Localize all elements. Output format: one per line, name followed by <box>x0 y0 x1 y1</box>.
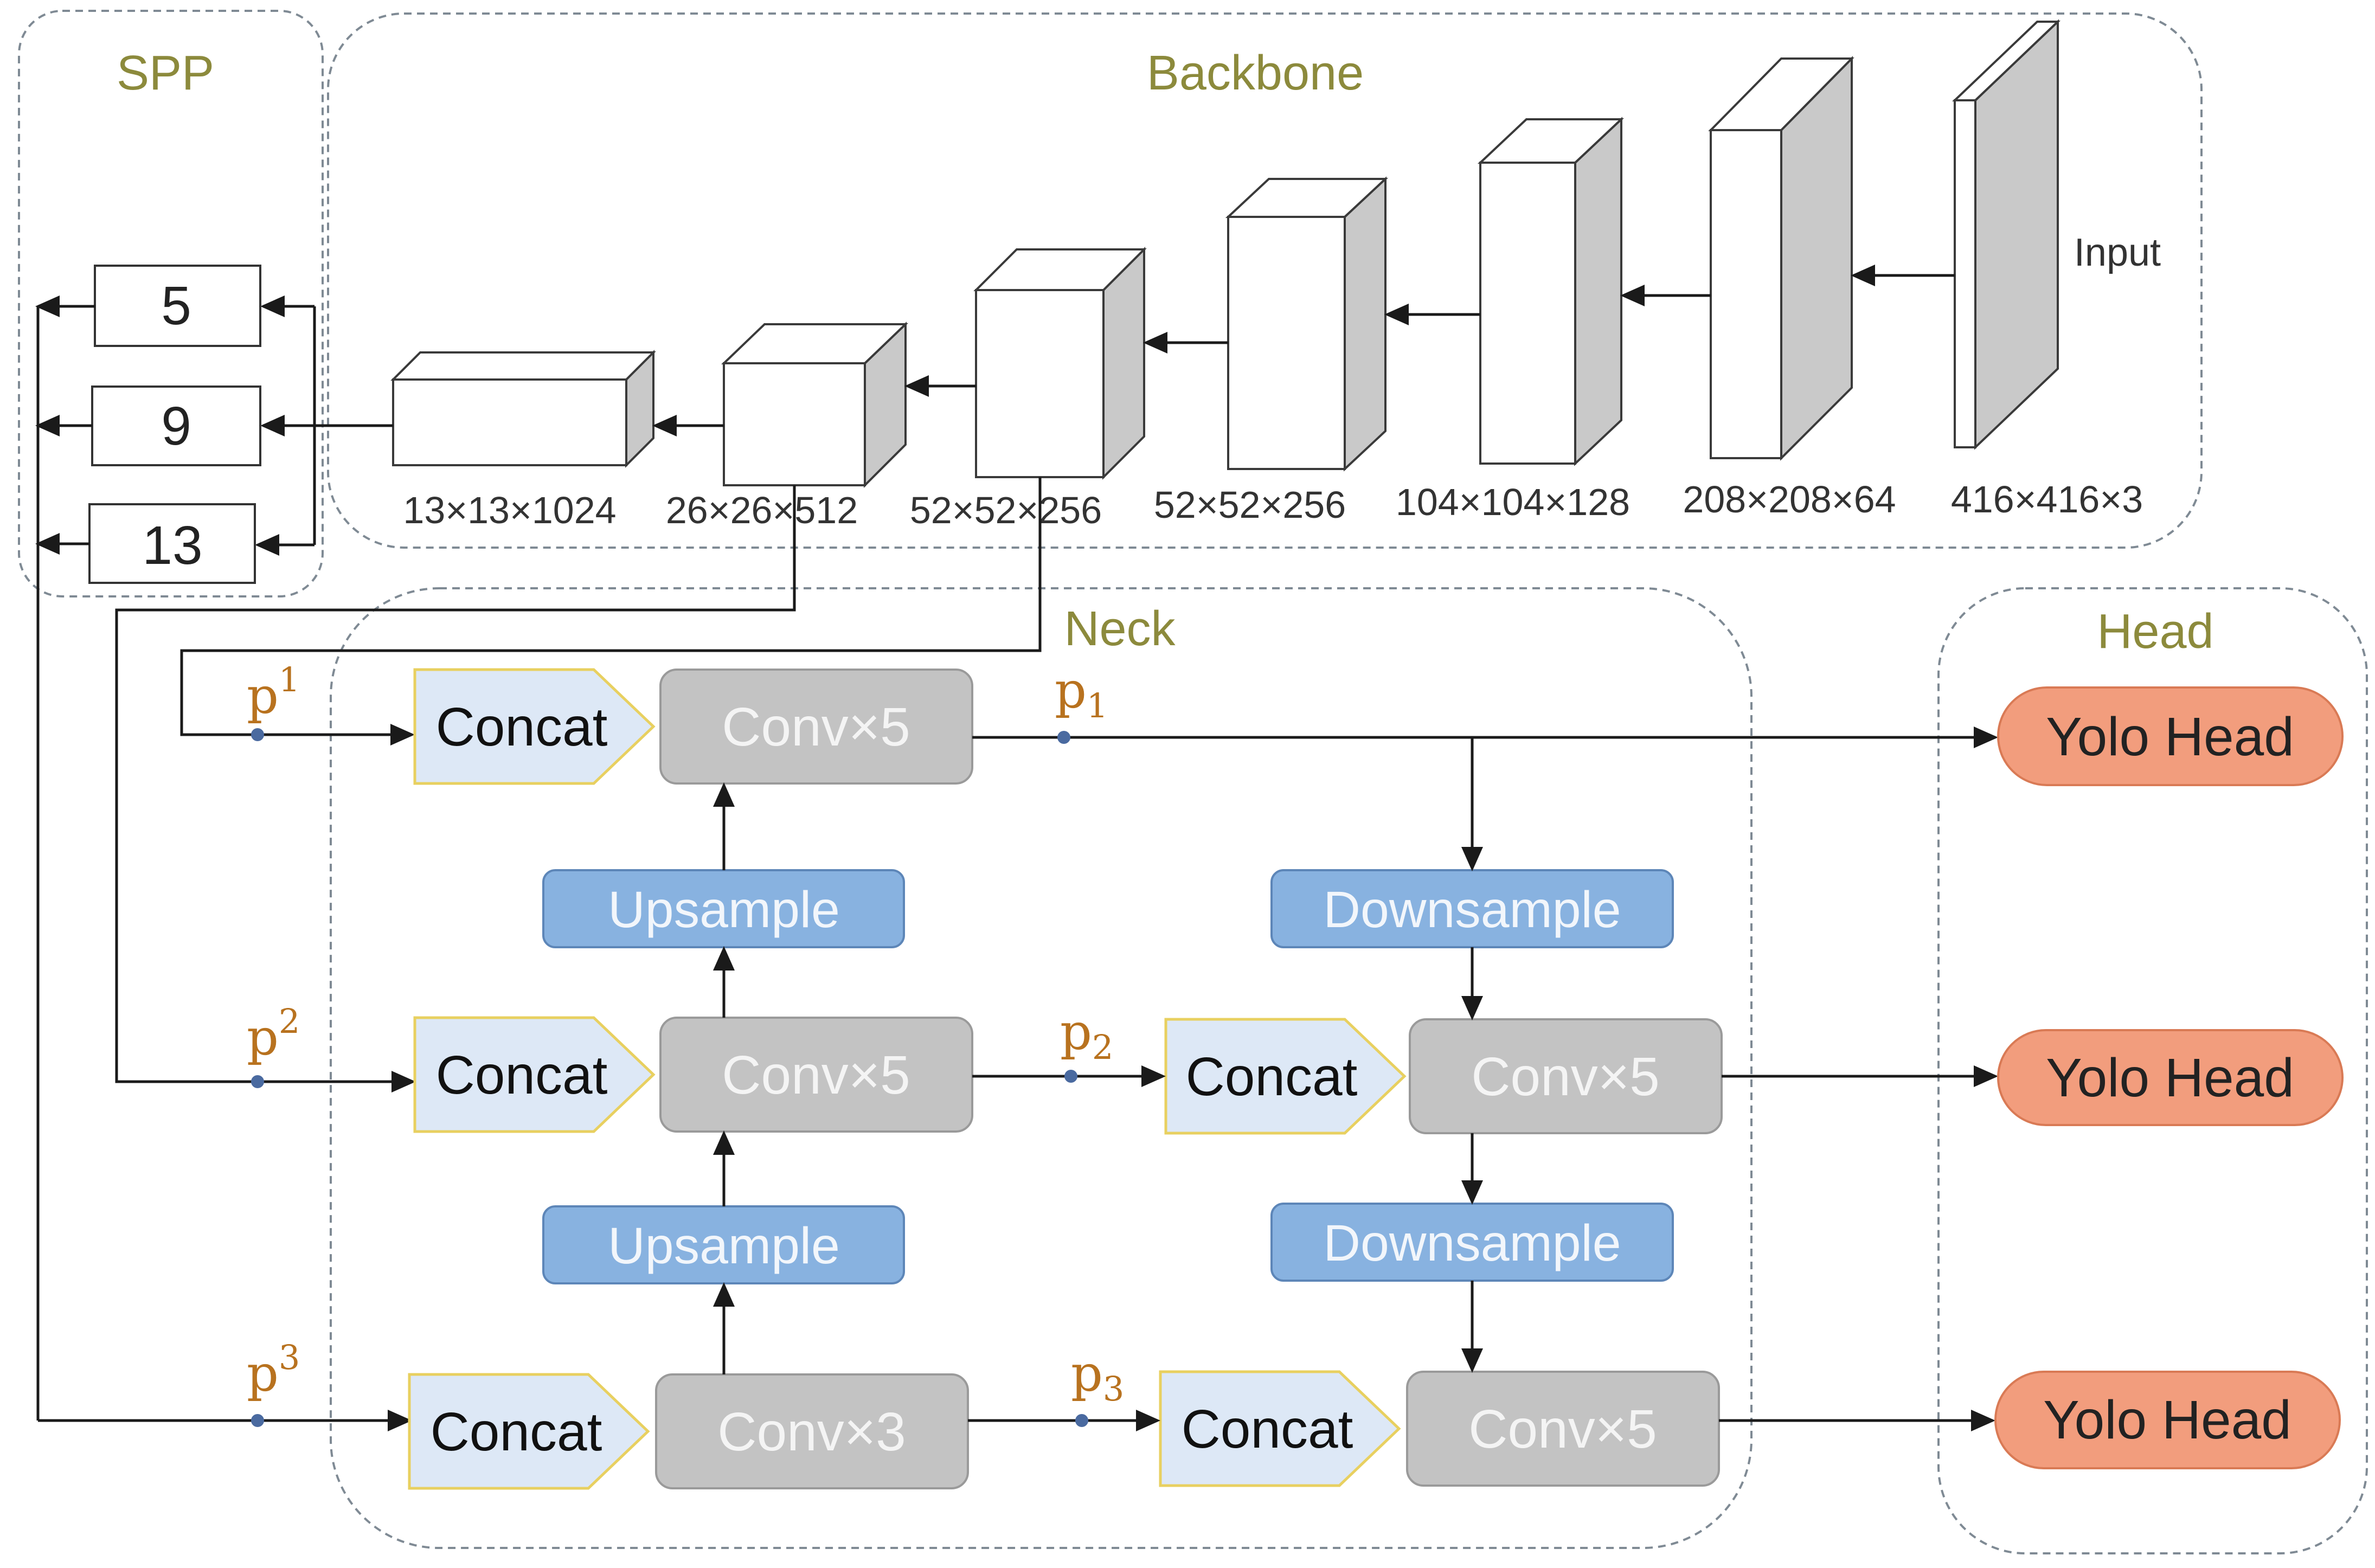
concat-label: Concat <box>1186 1046 1358 1107</box>
p-sup-1-label: p1 <box>247 660 300 725</box>
p1-output-dot <box>1057 731 1070 744</box>
pool-5-box <box>94 265 261 347</box>
spp-group <box>18 10 324 597</box>
concat-label: Concat <box>431 1402 602 1462</box>
p2-output-dot <box>1064 1070 1077 1083</box>
head-group <box>1937 587 2368 1554</box>
upsample-label: Upsample <box>608 1217 840 1275</box>
p2-input-dot <box>251 1075 264 1088</box>
conv-label: Conv×5 <box>1468 1399 1657 1460</box>
concat-left-3 <box>408 1373 650 1490</box>
concat-left-1 <box>413 668 656 785</box>
head-title: Head <box>2097 605 2213 659</box>
p3-output-dot <box>1075 1414 1088 1427</box>
yolo-head-label: Yolo Head <box>2046 706 2294 767</box>
conv5-box-1 <box>659 669 973 785</box>
downsample-label: Downsample <box>1323 881 1621 939</box>
yolo-head-label: Yolo Head <box>2046 1048 2294 1108</box>
backbone-block-104 <box>1477 117 1625 466</box>
backbone-block-13 <box>390 350 656 468</box>
yolo-head-label: Yolo Head <box>2043 1390 2291 1450</box>
concat-right-3 <box>1159 1370 1401 1487</box>
backbone-block-208 <box>1708 56 1854 461</box>
input-label: Input <box>2074 231 2161 274</box>
conv-label: Conv×5 <box>1471 1046 1659 1107</box>
pool-9-label: 9 <box>161 396 191 457</box>
spp-title: SPP <box>117 46 214 100</box>
conv5-box-2 <box>659 1017 973 1133</box>
concat-label: Concat <box>1182 1399 1353 1460</box>
pool-13-box <box>88 503 256 584</box>
p-sub-3-label: p3 <box>1071 1345 1124 1409</box>
conv-label: Conv×5 <box>722 697 910 757</box>
dim-label: 52×52×256 <box>910 489 1102 531</box>
backbone-title: Backbone <box>1147 46 1364 100</box>
p-sup-2-label: p2 <box>247 1001 300 1066</box>
dim-label: 416×416×3 <box>1951 478 2143 520</box>
backbone-block-52b <box>973 247 1147 480</box>
concat-right-2 <box>1164 1018 1407 1135</box>
backbone-block-26 <box>721 322 908 488</box>
pool-5-label: 5 <box>161 275 191 336</box>
dim-label: 208×208×64 <box>1683 478 1896 520</box>
conv-label: Conv×5 <box>722 1045 910 1106</box>
backbone-block-52a <box>1225 176 1389 472</box>
p-sup-3-label: p3 <box>247 1338 300 1403</box>
dim-label: 52×52×256 <box>1154 484 1346 526</box>
p-sub-1-label: p1 <box>1055 661 1108 725</box>
dim-label: 13×13×1024 <box>403 489 616 531</box>
yolo-head-2 <box>1997 1029 2344 1126</box>
p1-input-dot <box>251 728 264 741</box>
upsample-label: Upsample <box>608 881 840 939</box>
pool-13-label: 13 <box>142 515 202 576</box>
conv-label: Conv×3 <box>717 1402 906 1462</box>
yolo-head-1 <box>1997 686 2344 786</box>
neck-title: Neck <box>1064 602 1176 656</box>
p-sub-2-label: p2 <box>1060 1003 1113 1067</box>
backbone-group <box>327 12 2203 549</box>
wire-26-to-p2 <box>115 485 796 1093</box>
conv5-box-right-3 <box>1406 1371 1720 1487</box>
concat-label: Concat <box>436 1045 608 1106</box>
downsample-label: Downsample <box>1323 1214 1621 1272</box>
concat-label: Concat <box>436 697 608 757</box>
p3-input-dot <box>251 1414 264 1427</box>
backbone-block-input <box>1952 19 2061 450</box>
dim-label: 104×104×128 <box>1396 481 1630 523</box>
yolo-head-3 <box>1994 1371 2341 1469</box>
concat-left-2 <box>413 1016 656 1133</box>
conv3-box <box>655 1373 969 1489</box>
dim-label: 26×26×512 <box>666 489 858 531</box>
